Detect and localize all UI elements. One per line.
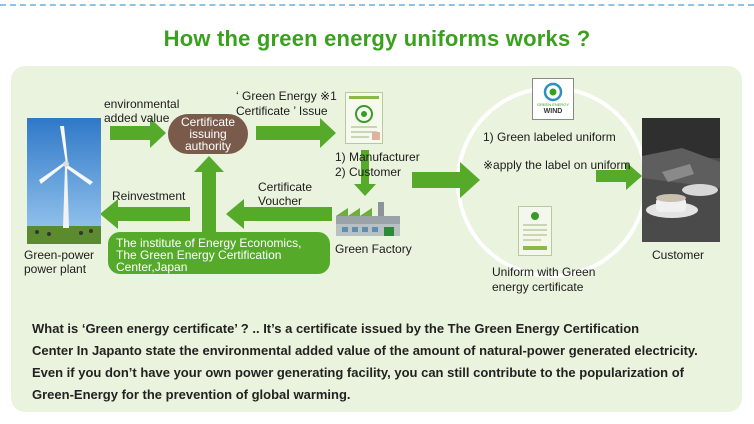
wind-turbine-icon [27,118,101,244]
description-line-3: Even if you don’t have your own power ge… [32,365,684,380]
arrow-uniform-to-customer [596,162,642,190]
certificate-issuing-authority: Certificate issuing authority [168,114,248,154]
arrow-to-uniform [412,162,480,198]
certificate-document [345,92,383,144]
factory-icon [336,202,400,236]
uniform-certificate [518,206,552,256]
wind-label: GREEN ENERGY WIND [532,78,574,120]
certificate-issue-label: ‘ Green Energy ※1 Certificate ’ Issue [236,89,337,118]
arrow-institute-to-authority [194,156,224,232]
customer-photo-icon [642,118,720,242]
green-factory [334,196,402,238]
customer-label: Customer [652,248,705,262]
arrow-plant-to-authority [110,118,166,148]
customer-photo [642,118,720,242]
green-power-plant-label: Green-power power plant [24,248,95,276]
wind-label-icon [543,82,563,102]
environmental-added-value-label: environmental added value [104,97,180,125]
wind-label-text: WIND [543,108,563,115]
description-line-4: Green-Energy for the prevention of globa… [32,387,351,402]
manufacturer-label: 1) Manufacturer [335,150,420,164]
arrow-reinvestment [100,199,190,229]
arrow-certificate-down [354,150,376,196]
uniform-with-certificate-label: Uniform with Green energy certificate [492,265,596,294]
green-factory-label: Green Factory [335,242,412,256]
description-line-1: What is ‘Green energy certificate’ ? .. … [32,321,640,336]
certificate-description: What is ‘Green energy certificate’ ? .. … [32,318,732,406]
arrow-authority-to-certificate [256,118,336,148]
page-title: How the green energy uniforms works ? [163,26,591,51]
top-dashed-divider [0,4,754,6]
apply-label-note: ※apply the label on uniform [483,158,631,172]
certificate-document-icon [345,92,383,144]
reinvestment-label: Reinvestment [112,189,186,203]
wind-label-small-text: GREEN ENERGY [536,102,570,107]
power-plant-photo [27,118,101,244]
certificate-voucher-label: Certificate Voucher [258,180,313,208]
green-labeled-uniform-label: 1) Green labeled uniform [483,130,616,144]
institute-box: The institute of Energy Economics, The G… [108,232,330,274]
certificate-document-icon [518,206,552,256]
customer-step-label: 2) Customer [335,165,402,179]
arrow-factory-to-voucher [226,199,332,229]
description-line-2: Center In Japanto state the environmenta… [32,343,698,358]
